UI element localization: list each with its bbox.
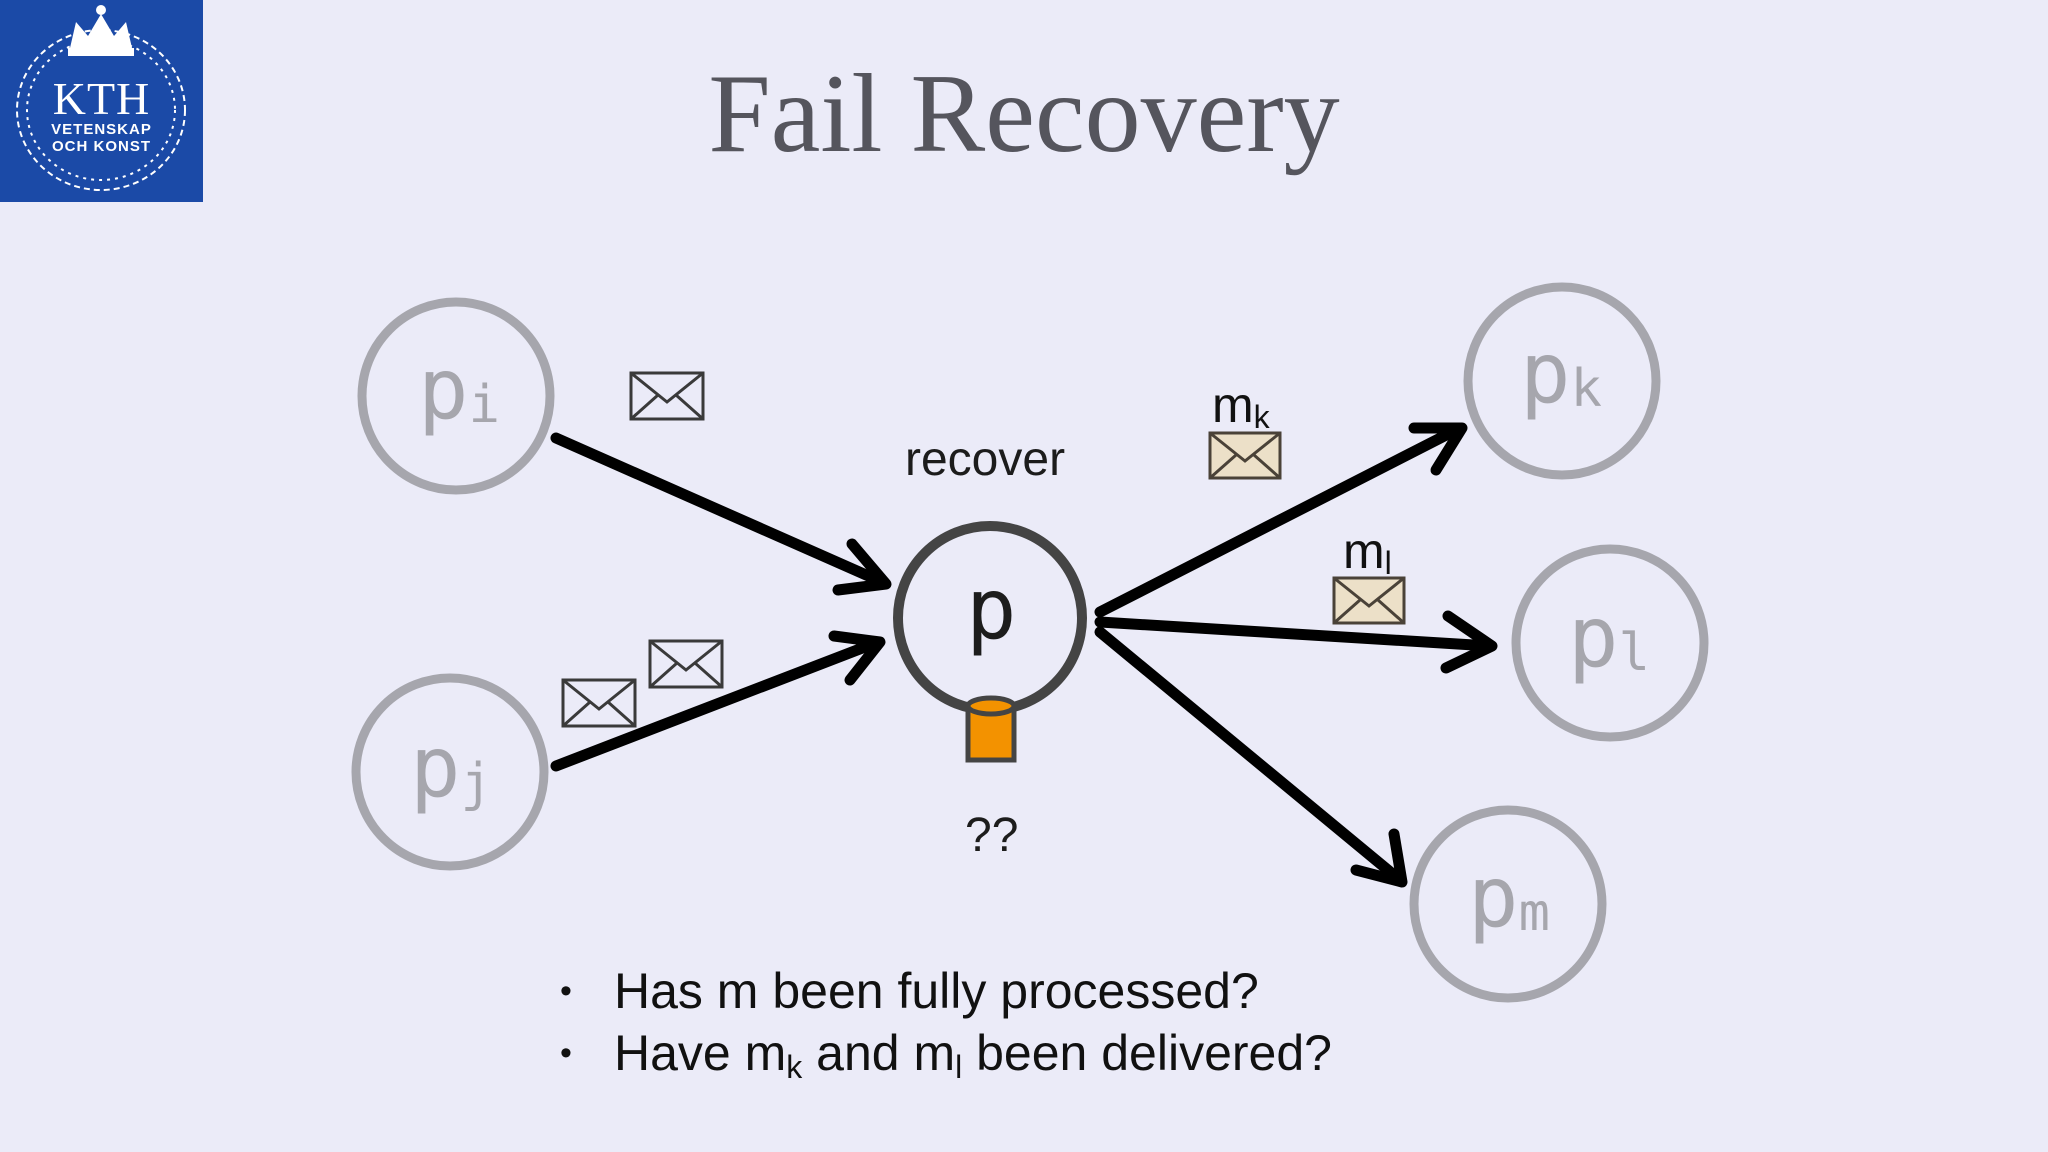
- recover-label: recover: [905, 433, 1066, 486]
- node-pl-label: pl: [1568, 588, 1650, 686]
- node-pj-circle: [351, 673, 549, 871]
- arrowhead-p-to-pl: [1440, 610, 1498, 674]
- kth-logo: KTH VETENSKAP OCH KONST: [0, 0, 203, 202]
- arrow-pj-to-p: [550, 636, 884, 772]
- laurel-wreath-icon: [16, 5, 186, 191]
- node-pl-circle: [1511, 544, 1709, 742]
- logo-motto-line1: VETENSKAP: [51, 121, 152, 138]
- message-mk-label: mk: [1212, 377, 1270, 435]
- envelope-mk-icon: [1208, 431, 1282, 480]
- envelope-icon: [561, 678, 637, 728]
- unknown-state-label: ??: [965, 809, 1019, 862]
- node-pm-circle: [1409, 805, 1607, 1003]
- envelope-ml-icon: [1332, 576, 1406, 625]
- arrow-p-to-pm: [1094, 626, 1406, 886]
- node-p-label: p: [966, 560, 1017, 658]
- arrowhead-pi-to-p: [832, 538, 892, 596]
- logo-name: KTH: [52, 73, 151, 124]
- arrowhead-p-to-pm: [1350, 828, 1408, 888]
- node-pm-label: pm: [1468, 848, 1550, 946]
- node-pk-label: pk: [1520, 324, 1602, 422]
- question-list: Has m been fully processed? Have mk and …: [560, 960, 1332, 1085]
- node-pj-label: pj: [410, 718, 492, 816]
- node-pk-circle: [1463, 282, 1661, 480]
- envelope-icon: [629, 371, 705, 421]
- node-pi-circle: [357, 297, 555, 495]
- page-title: Fail Recovery: [708, 52, 1340, 176]
- crown-icon: [68, 5, 134, 56]
- arrowhead-pj-to-p: [828, 630, 886, 686]
- arrow-pi-to-p: [550, 432, 888, 588]
- stable-storage-icon: [965, 695, 1017, 763]
- message-ml-label: ml: [1343, 523, 1392, 581]
- list-item: Have mk and ml been delivered?: [560, 1022, 1332, 1085]
- arrowhead-p-to-pk: [1408, 422, 1468, 476]
- arrow-p-to-pl: [1094, 616, 1496, 652]
- envelope-icon: [648, 639, 724, 689]
- arrow-p-to-pk: [1094, 422, 1466, 618]
- logo-motto-line2: OCH KONST: [52, 138, 151, 155]
- list-item: Has m been fully processed?: [560, 960, 1332, 1022]
- node-pi-label: pi: [418, 340, 500, 438]
